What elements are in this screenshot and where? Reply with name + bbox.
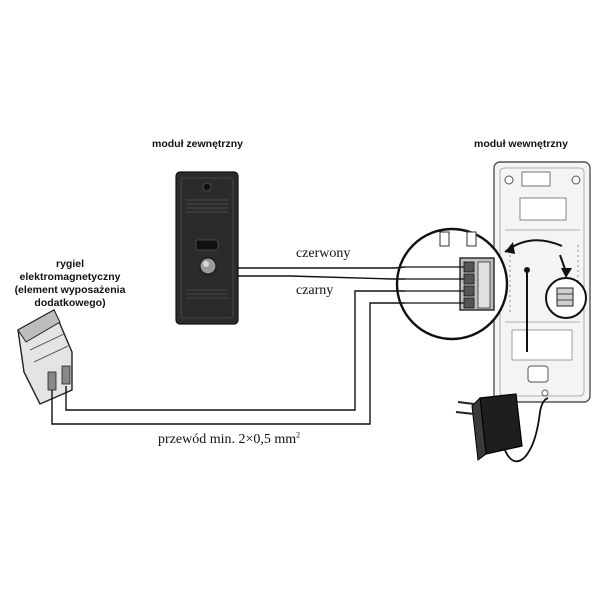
- wire-black: [289, 275, 405, 280]
- outdoor-panel-icon: [175, 171, 239, 325]
- lock-wire-inner: [65, 290, 405, 411]
- panel-cable-icon: [238, 267, 290, 277]
- wire-black-label: czarny: [296, 283, 334, 298]
- outdoor-module-label: moduł zewnętrzny: [152, 138, 244, 150]
- power-adapter-icon: [455, 393, 549, 463]
- lock-label-line-3: (element wyposażenia: [14, 284, 126, 296]
- indoor-unit-icon: [493, 161, 591, 403]
- lock-label-line-1: rygiel: [55, 258, 84, 270]
- indoor-terminal-detail-icon: [545, 277, 587, 319]
- lock-label-line-4: dodatkowego): [34, 297, 106, 309]
- electromagnetic-lock-icon: [17, 309, 73, 405]
- lock-label-line-2: elektromagnetyczny: [19, 271, 121, 283]
- cable-spec-exponent: 2: [296, 430, 301, 440]
- wire-red-label: czerwony: [296, 246, 351, 261]
- indoor-module-label: moduł wewnętrzny: [474, 138, 568, 150]
- cable-spec-label: przewód min. 2×0,5 mm2: [158, 430, 301, 448]
- curved-arrow-icon: [504, 239, 572, 278]
- lock-wire-outer: [51, 302, 405, 425]
- terminal-zoom-icon: [395, 227, 509, 341]
- cable-spec-text: przewód min. 2×0,5 mm: [158, 432, 297, 447]
- lock-label: rygiel elektromagnetyczny (element wypos…: [0, 258, 140, 310]
- wire-red: [290, 266, 406, 269]
